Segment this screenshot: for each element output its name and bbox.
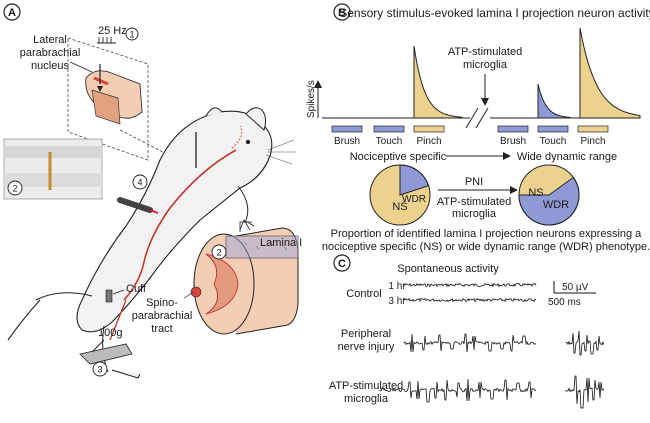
tract-label-line2: parabrachial: [132, 310, 193, 322]
touch-response-right: [537, 83, 571, 119]
scale-voltage: 50 µV: [562, 282, 589, 293]
step-2-badge: 2: [12, 184, 17, 194]
pie-left-label-ns: NS: [392, 201, 407, 213]
pni-trace-label-line2: nerve injury: [338, 341, 395, 353]
caption-line1: Proportion of identified lamina I projec…: [331, 228, 643, 240]
weight-clamp-icon: [79, 339, 133, 365]
panel-b-title: Sensory stimulus-evoked lamina I project…: [339, 6, 650, 20]
stim-bar-brush-left: [331, 125, 363, 133]
cuff-label: Cuff: [126, 283, 147, 295]
trace-control-1hr: [403, 282, 537, 288]
stim-label-pinch-left: Pinch: [416, 136, 441, 147]
control-label: Control: [346, 288, 381, 300]
stim-label-pinch-right: Pinch: [580, 136, 605, 147]
ns-label: Nociceptive specific: [350, 151, 447, 163]
stim-bar-brush-right: [497, 125, 529, 133]
stim-bar-touch-right: [537, 125, 569, 133]
trace-peripheral-nerve-injury-zoom: [565, 330, 605, 356]
pie-right-label-wdr: WDR: [543, 199, 569, 211]
stim-bar-pinch-left: [413, 125, 445, 133]
atp-trace-label-line2: microglia: [344, 393, 389, 405]
panel-b-label: B: [338, 7, 346, 19]
lpb-label-line2: parabrachial: [20, 47, 81, 59]
trace-atp-microglia: [379, 378, 537, 403]
y-axis-label: Spikes/s: [306, 80, 317, 118]
pie-right-label-ns: NS: [528, 187, 543, 199]
pie-slice-wdr: [399, 164, 430, 196]
stim-label-brush-left: Brush: [334, 136, 360, 147]
brain-section-plane: [67, 37, 149, 161]
step-4-badge: 4: [137, 178, 142, 188]
pni-atp-line2: microglia: [452, 208, 497, 220]
lpb-label-line3: nucleus: [31, 60, 69, 72]
rat-illustration: 4: [7, 107, 296, 379]
lpb-label-line1: Lateral: [33, 34, 67, 46]
stim-bar-touch-left: [373, 125, 405, 133]
step-3-badge: 3: [97, 365, 102, 375]
stim-bar-pinch-right: [577, 125, 609, 133]
fluoro-inset-image: 2: [3, 138, 103, 200]
stim-pulses-icon: [97, 37, 116, 44]
panel-b: B Sensory stimulus-evoked lamina I proje…: [306, 3, 650, 253]
trace-peripheral-nerve-injury: [403, 333, 537, 353]
pinch-response-left: [413, 45, 463, 119]
time-1hr: 1 hr: [388, 281, 406, 292]
trace-control-3hr: [403, 297, 537, 303]
atp-label-line2: microglia: [463, 59, 508, 71]
step-2b-badge: 2: [216, 248, 221, 258]
stim-label-touch-left: Touch: [376, 136, 403, 147]
panel-c-title: Spontaneous activity: [397, 263, 499, 275]
panel-a-label: A: [8, 7, 16, 19]
cuff-icon: [105, 289, 113, 303]
lamina-label: Lamina I: [260, 237, 302, 249]
pie-chart-after: [518, 164, 580, 226]
trace-atp-microglia-zoom: [565, 375, 605, 409]
panel-c: C Spontaneous activity Control 1 hr 3 hr…: [329, 254, 605, 409]
pni-atp-line1: ATP-stimulated: [437, 196, 511, 208]
tract-label-line3: tract: [151, 323, 172, 335]
time-3hr: 3 hr: [388, 296, 406, 307]
wdr-label: Wide dynamic range: [517, 151, 617, 163]
pie-chart-before: [369, 164, 431, 226]
pinch-response-right: [579, 27, 641, 119]
pni-label: PNI: [465, 176, 483, 188]
brainstem-slice: [85, 64, 143, 125]
weight-label: 100g: [98, 327, 122, 339]
panel-c-label: C: [338, 258, 346, 270]
pie-slice-wdr: [518, 176, 580, 226]
caption-line2: nociceptive specific (NS) or wide dynami…: [322, 241, 650, 253]
stim-label-touch-right: Touch: [540, 136, 567, 147]
scale-time: 500 ms: [548, 297, 581, 308]
stim-label-brush-right: Brush: [500, 136, 526, 147]
step-1-badge: 1: [129, 30, 134, 40]
atp-trace-label-line1: ATP-stimulated: [329, 380, 403, 392]
atp-label-line1: ATP-stimulated: [448, 46, 522, 58]
pie-left-label-wdr: WDR: [402, 194, 426, 205]
tract-label-line1: Spino-: [146, 297, 178, 309]
spinal-cord-section: [190, 227, 299, 335]
stim-frequency: 25 Hz: [98, 25, 127, 37]
panel-a: A Lateral parabrachial nucleus 25 Hz 1: [3, 3, 302, 379]
pni-trace-label-line1: Peripheral: [341, 328, 391, 340]
